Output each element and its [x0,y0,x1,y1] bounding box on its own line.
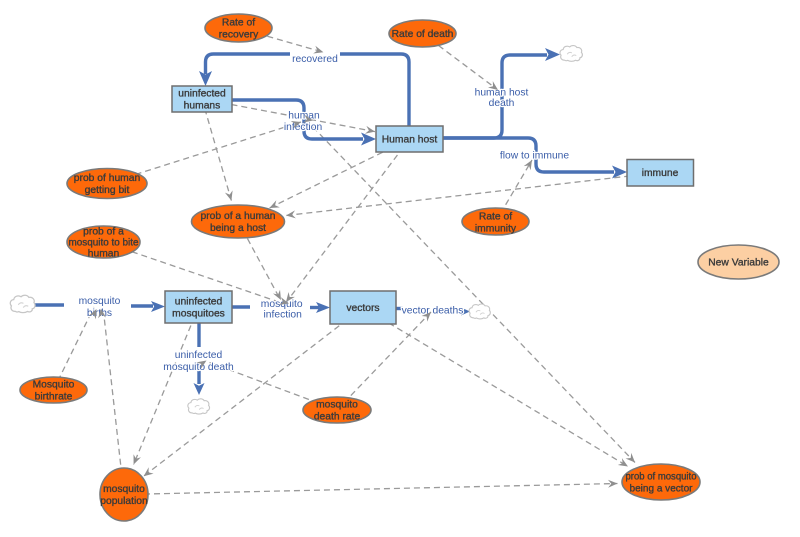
svg-text:flow to immune: flow to immune [500,151,570,162]
svg-text:prob of mosquito: prob of mosquito [626,472,697,483]
svg-text:infection: infection [264,310,303,321]
svg-text:uninfected: uninfected [175,297,223,308]
svg-text:human host: human host [475,88,529,99]
svg-text:birthrate: birthrate [35,392,73,403]
svg-text:uninfected: uninfected [175,350,223,361]
svg-text:uninfected: uninfected [178,89,226,100]
svg-text:prob of human: prob of human [74,173,141,184]
svg-text:Rate of: Rate of [479,212,512,223]
svg-text:New Variable: New Variable [708,258,769,269]
svg-text:being a vector: being a vector [630,484,694,495]
svg-text:prob of a human: prob of a human [201,211,276,222]
svg-text:death: death [489,98,515,109]
svg-text:getting bit: getting bit [85,185,130,196]
svg-text:immune: immune [642,168,679,179]
svg-text:humans: humans [184,101,221,112]
svg-text:population: population [100,496,148,507]
svg-text:death rate: death rate [314,412,361,423]
svg-text:births: births [87,308,112,319]
svg-text:human: human [88,249,120,260]
svg-text:vectors: vectors [346,303,379,314]
svg-text:mosquitoes: mosquitoes [172,309,225,320]
svg-text:human: human [288,111,320,122]
svg-text:being a host: being a host [210,223,266,234]
svg-text:mosquito: mosquito [103,484,145,495]
svg-text:mosquito: mosquito [316,400,358,411]
svg-text:Rate of: Rate of [222,18,255,29]
svg-text:recovery: recovery [219,30,259,41]
svg-text:Rate of death: Rate of death [392,29,454,40]
svg-text:mosquito to bite: mosquito to bite [69,238,139,249]
svg-text:immunity: immunity [475,224,517,235]
svg-text:infection: infection [284,122,323,133]
svg-text:mosquito death: mosquito death [163,362,234,373]
svg-text:recovered: recovered [292,54,338,65]
svg-text:mosquito: mosquito [79,296,121,307]
svg-text:vector deaths: vector deaths [402,306,464,317]
svg-text:prob of a: prob of a [83,227,124,238]
svg-text:Mosquito: Mosquito [33,380,75,391]
svg-text:Human host: Human host [382,135,438,146]
